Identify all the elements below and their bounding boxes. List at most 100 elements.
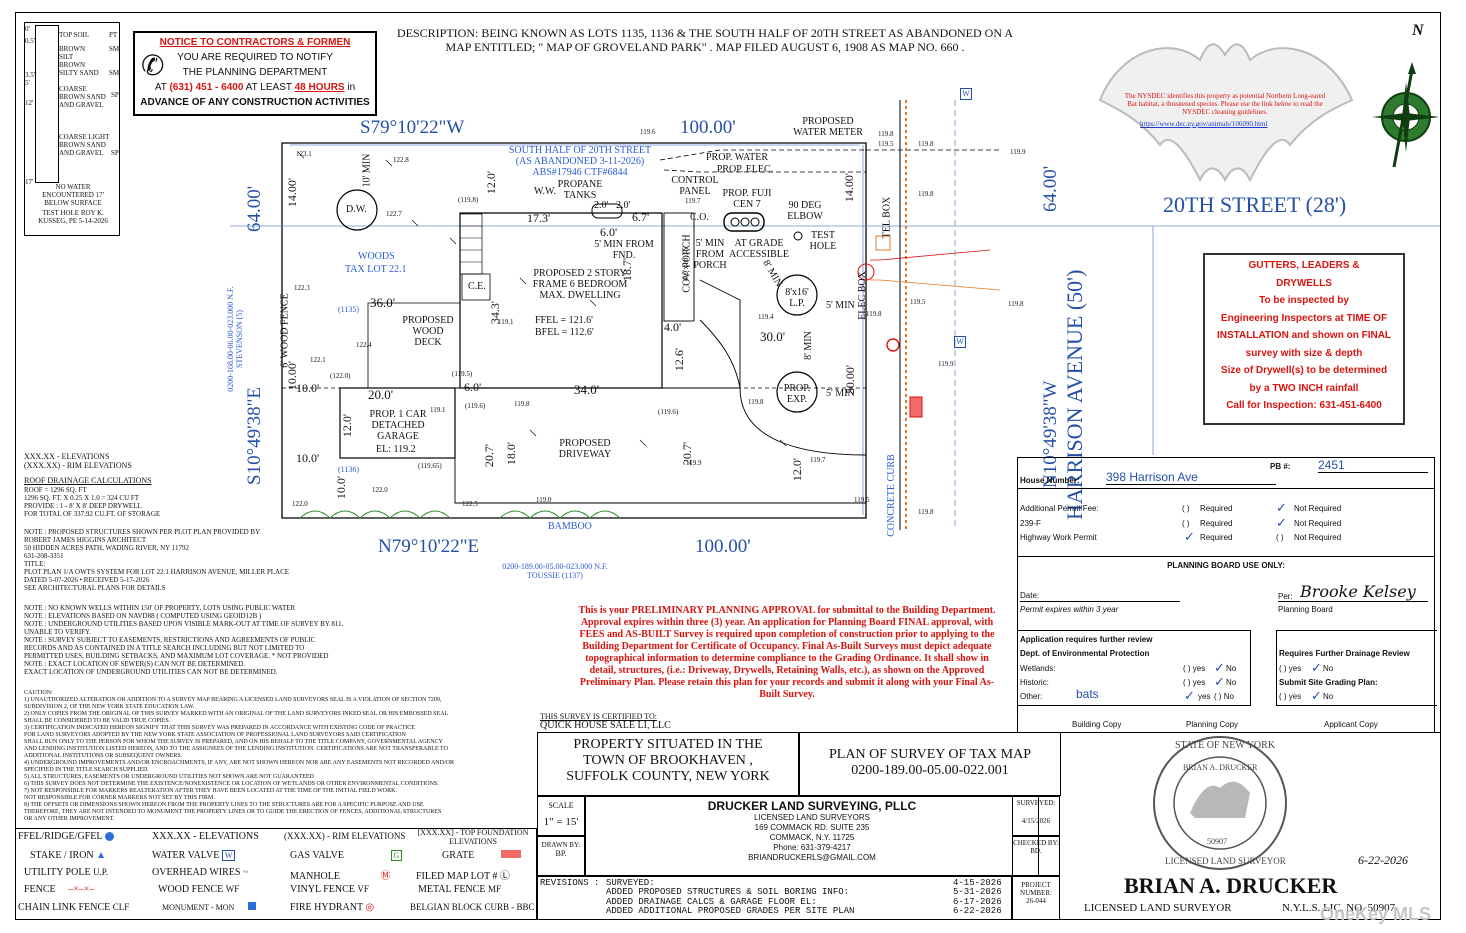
certified-label: THIS SURVEY IS CERTIFIED TO: bbox=[540, 712, 657, 721]
roof-line: 1296 SQ. FT. X 0.25 X 1.0 = 324 CU FT bbox=[24, 494, 140, 502]
dim-label: 10.0' bbox=[296, 451, 320, 465]
soil-depth: 0' bbox=[25, 25, 30, 33]
legend-item: FIRE HYDRANT ◎ bbox=[290, 902, 375, 913]
gutters-box: GUTTERS, LEADERS & DRYWELLS To be inspec… bbox=[1203, 253, 1405, 425]
exp-circle bbox=[776, 371, 818, 413]
legend-item: (XXX.XX) - RIM ELEVATIONS bbox=[284, 831, 406, 841]
drainage-box: Requires Further Drainage Review ( ) yes… bbox=[1276, 630, 1437, 706]
lot-left-label: 0200-168.00-06.00-023.000 N.F. STEVENSON… bbox=[226, 286, 244, 392]
fuji-label: PROP. FUJI CEN 7 bbox=[722, 188, 772, 210]
elev-label: 119.8 bbox=[748, 398, 764, 406]
water-line bbox=[659, 149, 866, 161]
test-hole-mark bbox=[793, 231, 803, 241]
ww-label: W.W. bbox=[534, 186, 557, 197]
soil-layer: TOP SOIL bbox=[59, 31, 90, 39]
soil-depth: 3.5' bbox=[25, 71, 36, 79]
check-mark-icon: ✓ bbox=[1311, 688, 1322, 703]
surveyor-title: LICENSED LAND SURVEYOR bbox=[1084, 902, 1232, 914]
elev-label: 122.3 bbox=[294, 284, 310, 292]
dim-label: 4.0' bbox=[664, 320, 682, 334]
soil-code: PT bbox=[109, 31, 118, 39]
elev-label: 119.8 bbox=[1008, 300, 1024, 308]
soil-code: SP bbox=[111, 91, 119, 99]
caution-notes: CAUTION: 1) UNAUTHORIZED ALTERATION OR A… bbox=[24, 690, 454, 822]
elev-label: 119.8 bbox=[878, 130, 894, 138]
bat-icon bbox=[1098, 43, 1354, 183]
notice-line2: THE PLANNING DEPARTMENT bbox=[182, 67, 328, 78]
seal-text-num: 50907 bbox=[1207, 837, 1227, 846]
wood-fence-label: 6' WOOD FENCE bbox=[279, 293, 291, 368]
nysdec-link[interactable]: https://www.dec.ny.gov/animals/106090.ht… bbox=[1140, 120, 1268, 128]
legend-item: WOOD FENCE WF bbox=[158, 884, 240, 895]
fence-icon: –×–×– bbox=[68, 884, 95, 895]
garage-label: PROP. 1 CAR DETACHED GARAGE bbox=[369, 409, 427, 442]
legend-item: MONUMENT - MON bbox=[162, 902, 257, 912]
roof-line: FOR TOTAL OF 337.92 CU.FT. OF STORAGE bbox=[24, 510, 161, 518]
legend-item: MANHOLE Ⓜ bbox=[290, 871, 391, 882]
surveyor-seal: STATE OF NEW YORK BRIAN A. DRUCKER 50907… bbox=[1145, 733, 1295, 873]
exp-label: PROP. EXP. bbox=[783, 383, 811, 405]
bearing-left: S10°49'38"E bbox=[244, 387, 265, 485]
lot-boundary bbox=[281, 142, 867, 519]
ffel-marker-icon bbox=[104, 832, 114, 842]
dim-label: 30.0' bbox=[760, 329, 786, 344]
dim-label: 34.0' bbox=[574, 382, 600, 397]
woods-label: WOODS bbox=[358, 251, 395, 262]
elev-label: 122.8 bbox=[393, 156, 409, 164]
pb-label: PB #: bbox=[1270, 462, 1291, 471]
elev-label: 123.1 bbox=[296, 150, 312, 158]
legend-item: GRATE bbox=[442, 850, 521, 861]
dim-label: 18.0' bbox=[504, 441, 519, 466]
house-number-value: 398 Harrison Ave bbox=[1106, 470, 1276, 485]
elev-label: 119.5 bbox=[878, 140, 894, 148]
bfel-label: BFEL = 112.6' bbox=[535, 327, 594, 338]
elev-label: 119.8 bbox=[866, 310, 882, 318]
legend-item: CHAIN LINK FENCE CLF bbox=[18, 902, 130, 913]
water-valve-icon: W bbox=[954, 336, 966, 348]
test-hole-label: TEST HOLE bbox=[809, 230, 837, 252]
dim-label: 20.7' bbox=[482, 443, 497, 468]
control-panel-label: CONTROL PANEL bbox=[671, 175, 719, 197]
dwelling-label: PROPOSED 2 STORY FRAME 6 BEDROOM MAX. DW… bbox=[532, 268, 628, 301]
bearing-top: S79°10'22"W bbox=[360, 117, 465, 138]
dim-label: 17.3' bbox=[527, 211, 551, 225]
soil-code: SM bbox=[109, 69, 120, 77]
stair-treads bbox=[459, 213, 483, 275]
seal-text-bottom: LICENSED LAND SURVEYOR bbox=[1165, 856, 1286, 866]
ffel-label: FFEL = 121.6' bbox=[535, 315, 593, 326]
lp-label: 8'x16' L.P. bbox=[785, 287, 809, 309]
dim-label: 2.0' bbox=[616, 200, 631, 211]
notice-hours: 48 HOURS bbox=[294, 82, 345, 93]
roof-title: ROOF DRAINAGE CALCULATIONS bbox=[24, 476, 152, 485]
elev-label: 119.9 bbox=[1010, 148, 1026, 156]
check-mark-icon: ✓ bbox=[1184, 688, 1195, 703]
elev-label: 119.9 bbox=[686, 459, 702, 467]
north-arrow: N bbox=[1368, 22, 1440, 172]
copy-label: Building Copy bbox=[1072, 720, 1122, 729]
bamboo-label: BAMBOO bbox=[548, 521, 592, 532]
porch-outline bbox=[663, 212, 695, 322]
five-min-2: 5' MIN bbox=[826, 388, 855, 399]
revision-date: 6-17-2026 bbox=[953, 897, 1002, 907]
revision-date: 5-31-2026 bbox=[953, 887, 1002, 897]
elev-label: 122.0 bbox=[292, 500, 308, 508]
check-mark-icon: ✓ bbox=[1184, 529, 1195, 544]
planning-board-label: Planning Board bbox=[1278, 605, 1333, 614]
at-grade-label: AT GRADE ACCESSIBLE bbox=[728, 238, 789, 260]
legend-item: UTILITY POLE U.P. bbox=[24, 867, 109, 878]
south-half-label: SOUTH HALF OF 20TH STREET (AS ABANDONED … bbox=[508, 145, 652, 178]
soil-code: SP bbox=[111, 149, 119, 157]
bat-silhouette bbox=[1090, 30, 1360, 190]
dim-label: 12.6' bbox=[672, 347, 687, 372]
ten-min-label: 10' MIN bbox=[361, 153, 373, 188]
manhole-icon: Ⓜ bbox=[380, 871, 391, 882]
signature-date: 6-22-2026 bbox=[1358, 853, 1408, 867]
elev-label: 119.9 bbox=[938, 360, 954, 368]
legend-item: FFEL/RIDGE/GFEL bbox=[18, 831, 114, 842]
wire-icon: ~ bbox=[242, 867, 249, 878]
date-label: Date: bbox=[1020, 591, 1040, 600]
nysdec-note: The NYSDEC identifies this property as p… bbox=[1124, 92, 1326, 116]
co-label: C.O. bbox=[690, 212, 709, 223]
dim-label: 20.0' bbox=[368, 387, 394, 402]
roof-line: PROVIDE : 1 - 8' X 8' DEEP DRYWELL bbox=[24, 502, 142, 510]
